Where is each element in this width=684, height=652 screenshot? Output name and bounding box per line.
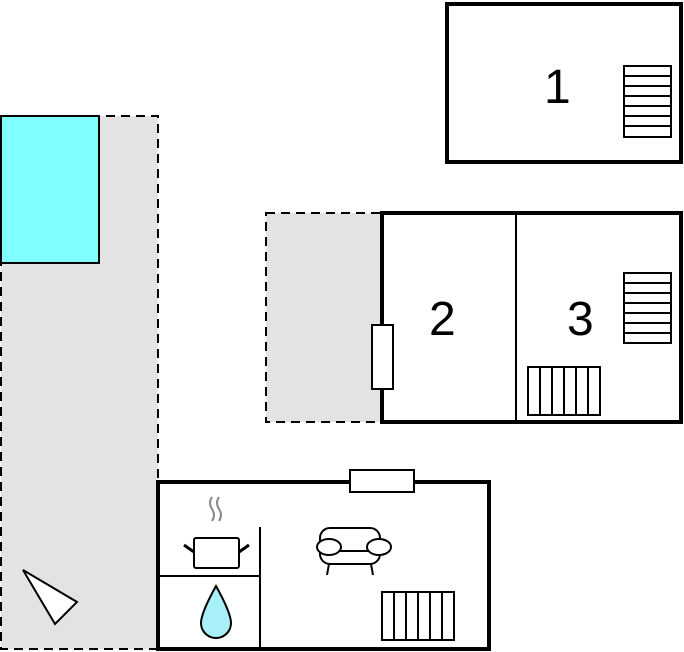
radiator-icon <box>381 591 455 641</box>
pool <box>0 115 100 264</box>
room-2-label: 2 <box>429 293 456 346</box>
compass-pointer-icon <box>22 569 79 626</box>
cooking-pot-icon <box>183 496 250 569</box>
window-icon <box>349 469 415 493</box>
stairs-icon <box>623 65 672 138</box>
room-1-label: 1 <box>544 61 571 114</box>
covered-terrace <box>265 212 382 423</box>
room-3-label: 3 <box>567 293 594 346</box>
stairs-icon <box>623 272 672 344</box>
window-icon <box>371 324 394 390</box>
sofa-icon <box>316 527 392 576</box>
water-drop-icon <box>199 583 233 639</box>
radiator-icon <box>527 366 601 416</box>
